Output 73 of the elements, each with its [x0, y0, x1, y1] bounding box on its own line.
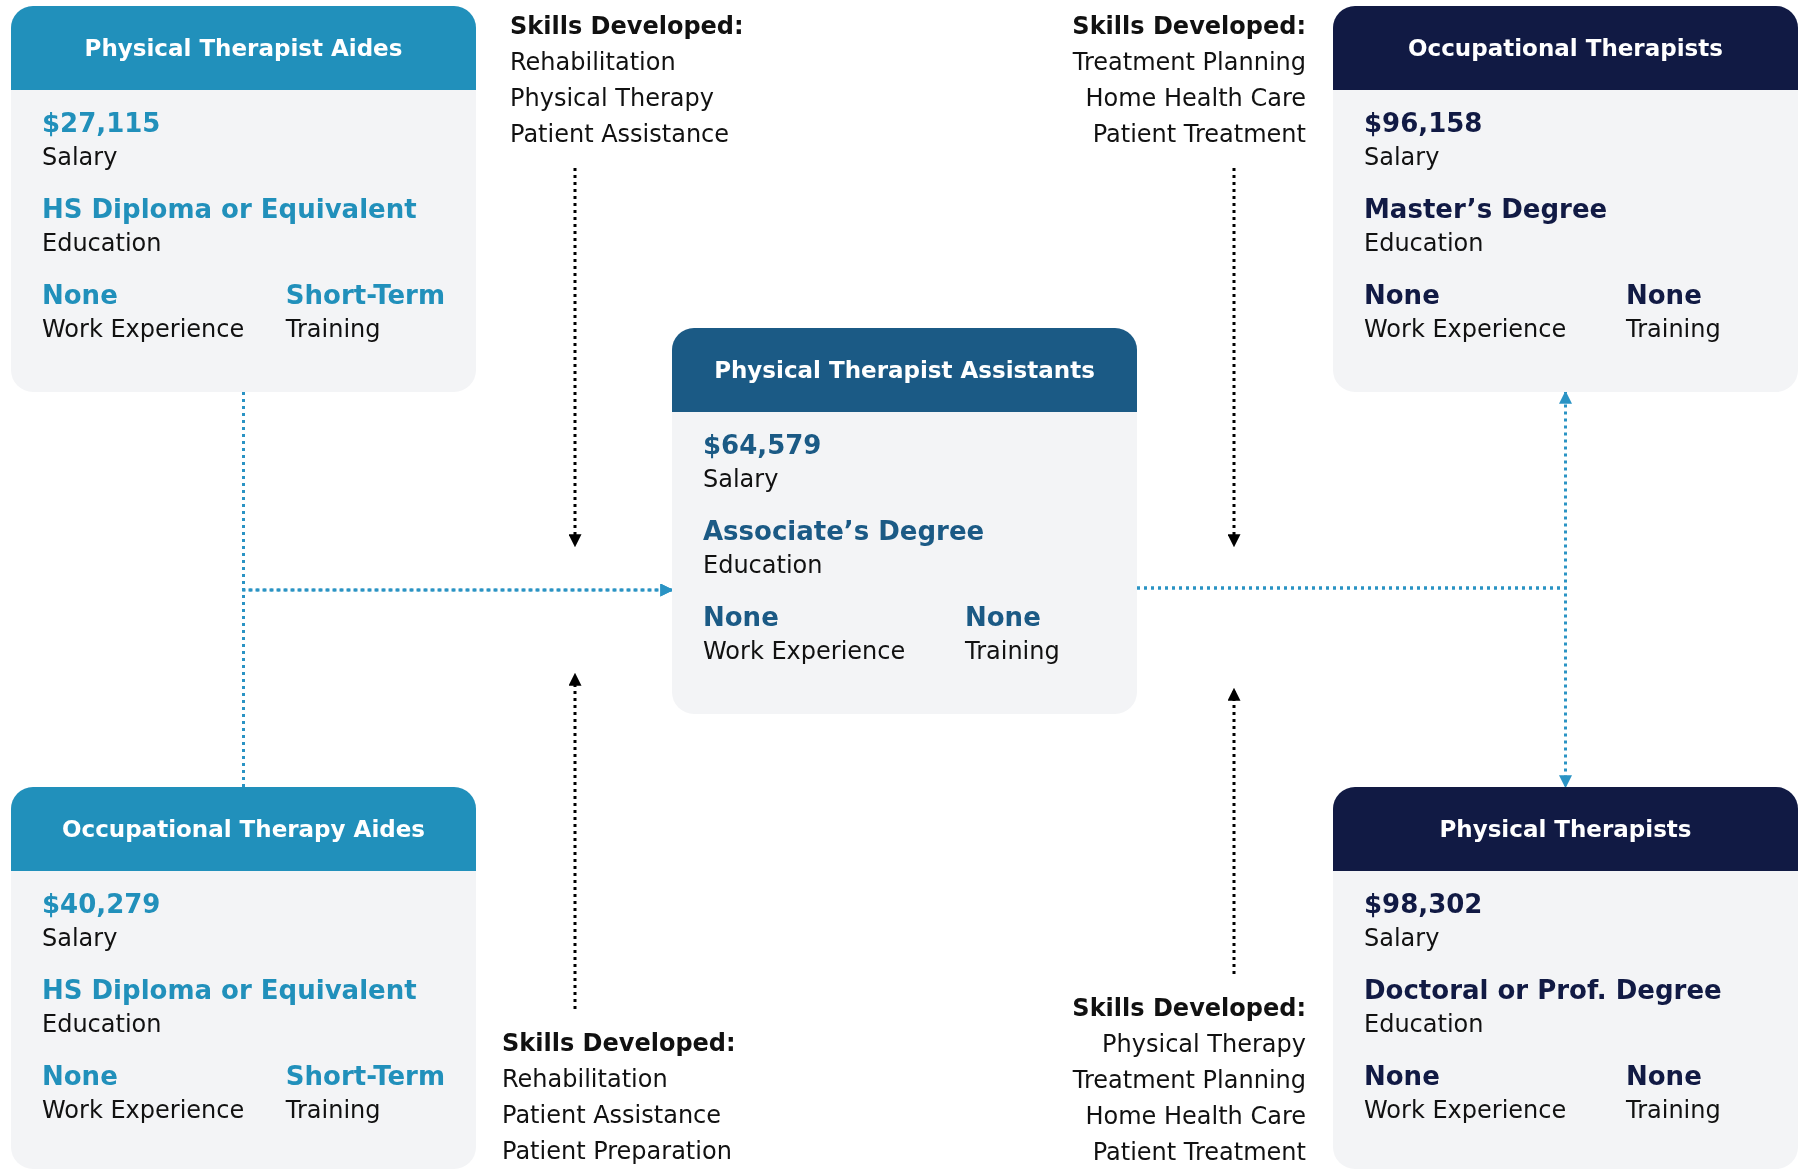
card-header: Physical Therapists: [1333, 787, 1798, 871]
experience-label: Work Experience: [42, 314, 246, 345]
skills-heading: Skills Developed:: [502, 1028, 736, 1059]
career-card: [11, 787, 476, 1169]
skills-heading: Skills Developed:: [1071, 993, 1306, 1024]
salary-value: $64,579: [703, 429, 823, 462]
skills-heading: Skills Developed:: [510, 11, 744, 42]
experience-value: None: [42, 1060, 119, 1093]
skill-item: Patient Preparation: [502, 1136, 733, 1167]
experience-value: None: [1364, 1060, 1441, 1093]
education-value: HS Diploma or Equivalent: [42, 193, 418, 226]
education-label: Education: [42, 228, 163, 259]
skill-item: Treatment Planning: [1071, 1065, 1306, 1096]
skill-item: Home Health Care: [1084, 1101, 1306, 1132]
career-card: [11, 6, 476, 392]
skill-item: Physical Therapy: [1101, 1029, 1306, 1060]
career-card: [1333, 6, 1798, 392]
experience-label: Work Experience: [42, 1095, 246, 1126]
training-value: None: [1626, 279, 1703, 312]
experience-value: None: [42, 279, 119, 312]
card-header: Physical Therapist Assistants: [672, 328, 1137, 412]
skills-heading: Skills Developed:: [1071, 11, 1306, 42]
education-label: Education: [703, 550, 824, 581]
skill-item: Patient Treatment: [1091, 1137, 1306, 1168]
dotted-arrow: [568, 168, 582, 548]
skill-item: Patient Assistance: [510, 119, 731, 150]
salary-label: Salary: [42, 142, 119, 173]
education-label: Education: [42, 1009, 163, 1040]
career-card: [672, 328, 1137, 714]
skill-item: Rehabilitation: [502, 1064, 669, 1095]
card-header: Occupational Therapy Aides: [11, 787, 476, 871]
dotted-arrow: [242, 583, 674, 787]
salary-label: Salary: [1364, 142, 1441, 173]
salary-value: $40,279: [42, 888, 162, 921]
training-value: Short-Term: [285, 279, 445, 312]
skill-item: Home Health Care: [1084, 83, 1306, 114]
experience-label: Work Experience: [1364, 314, 1568, 345]
dotted-arrow: [568, 672, 582, 1009]
education-value: HS Diploma or Equivalent: [42, 974, 418, 1007]
skill-item: Rehabilitation: [510, 47, 677, 78]
salary-label: Salary: [42, 923, 119, 954]
salary-label: Salary: [703, 464, 780, 495]
card-header: Occupational Therapists: [1333, 6, 1798, 90]
skill-item: Patient Treatment: [1091, 119, 1306, 150]
education-value: Master’s Degree: [1364, 193, 1609, 226]
experience-value: None: [1364, 279, 1441, 312]
card-header: Physical Therapist Aides: [11, 6, 476, 90]
skill-item: Physical Therapy: [510, 83, 715, 114]
education-value: Associate’s Degree: [703, 515, 986, 548]
training-value: None: [965, 601, 1042, 634]
skill-item: Patient Assistance: [502, 1100, 723, 1131]
salary-value: $98,302: [1364, 888, 1484, 921]
education-value: Doctoral or Prof. Degree: [1364, 974, 1723, 1007]
career-card: [1333, 787, 1798, 1169]
training-label: Training: [1626, 1095, 1721, 1126]
training-value: Short-Term: [285, 1060, 445, 1093]
dotted-arrow: [1137, 586, 1572, 789]
training-value: None: [1626, 1060, 1703, 1093]
salary-label: Salary: [1364, 923, 1441, 954]
experience-label: Work Experience: [703, 636, 907, 667]
salary-value: $27,115: [42, 107, 162, 140]
salary-value: $96,158: [1364, 107, 1484, 140]
dotted-arrow: [1227, 687, 1241, 974]
dotted-arrow: [1227, 168, 1241, 548]
experience-label: Work Experience: [1364, 1095, 1568, 1126]
skill-item: Treatment Planning: [1071, 47, 1306, 78]
training-label: Training: [1626, 314, 1721, 345]
education-label: Education: [1364, 228, 1485, 259]
experience-value: None: [703, 601, 780, 634]
training-label: Training: [965, 636, 1060, 667]
training-label: Training: [285, 314, 382, 345]
education-label: Education: [1364, 1009, 1485, 1040]
training-label: Training: [285, 1095, 382, 1126]
